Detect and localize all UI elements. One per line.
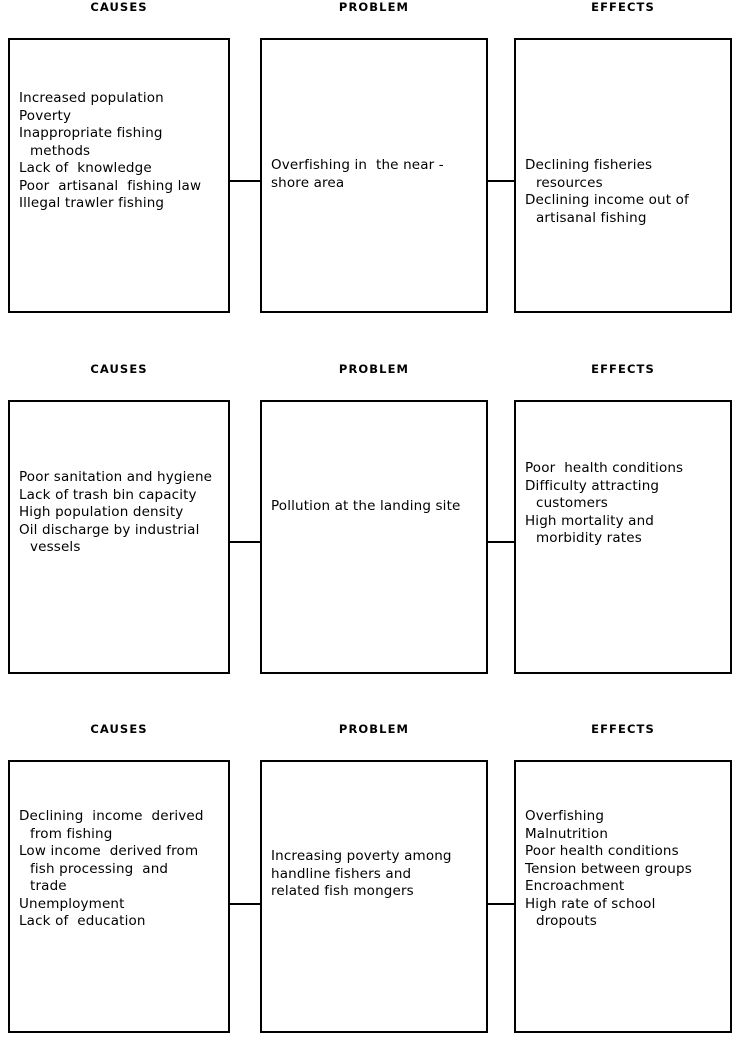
effects-box-1[interactable]: Declining fisheries resources Declining … (514, 38, 732, 313)
list-item: from fishing (30, 825, 113, 842)
problem-box-2[interactable]: Pollution at the landing site (260, 400, 488, 674)
list-item: trade (30, 878, 67, 894)
connector-causes-to-problem-3 (229, 903, 261, 905)
connector-problem-to-effects-2 (487, 541, 515, 543)
column-header-causes: CAUSES (90, 722, 148, 736)
section-1-column-headers: CAUSES PROBLEM EFFECTS (0, 0, 750, 22)
problem-line: shore area (271, 174, 345, 191)
list-item: Declining income derived (19, 808, 204, 824)
effects-list-3: Overfishing Malnutrition Poor health con… (516, 808, 730, 931)
list-item: Illegal trawler fishing (19, 195, 165, 211)
effects-box-2[interactable]: Poor health conditions Difficulty attrac… (514, 400, 732, 674)
problem-line: Overfishing in the near - (271, 157, 444, 173)
list-item: Lack of education (19, 913, 146, 929)
connector-causes-to-problem-2 (229, 541, 261, 543)
list-item: Low income derived from (19, 843, 199, 859)
causes-box-2[interactable]: Poor sanitation and hygiene Lack of tras… (8, 400, 230, 674)
list-item: fish processing and (30, 860, 169, 877)
connector-problem-to-effects-1 (487, 180, 515, 182)
column-header-problem: PROBLEM (338, 0, 410, 14)
list-item: Poor health conditions (525, 460, 684, 476)
column-header-problem: PROBLEM (338, 362, 410, 376)
column-header-effects: EFFECTS (591, 0, 655, 14)
list-item: High rate of school (525, 895, 656, 912)
list-item: Encroachment (525, 878, 625, 894)
problem-line: related fish mongers (271, 883, 414, 899)
section-overfishing: CAUSES PROBLEM EFFECTS Increased populat… (0, 0, 750, 340)
list-item: Tension between groups (525, 860, 692, 877)
connector-causes-to-problem-1 (229, 180, 261, 182)
list-item: Poor health conditions (525, 843, 679, 859)
causes-list-2: Poor sanitation and hygiene Lack of tras… (10, 469, 228, 557)
causes-box-1[interactable]: Increased population Poverty Inappropria… (8, 38, 230, 313)
list-item: Poor sanitation and hygiene (19, 469, 213, 485)
causes-list-3: Declining income derived from fishing Lo… (10, 808, 228, 931)
list-item: Declining fisheries (525, 157, 653, 173)
list-item: vessels (30, 539, 81, 555)
list-item: methods (30, 142, 91, 159)
effects-list-1: Declining fisheries resources Declining … (516, 157, 730, 227)
list-item: Oil discharge by industrial (19, 521, 200, 538)
list-item: Lack of knowledge (19, 160, 152, 176)
section-2-column-headers: CAUSES PROBLEM EFFECTS (0, 362, 750, 384)
list-item: Malnutrition (525, 825, 609, 842)
problem-box-3[interactable]: Increasing poverty among handline fisher… (260, 760, 488, 1033)
list-item: Unemployment (19, 895, 125, 912)
list-item: morbidity rates (536, 530, 642, 546)
list-item: resources (536, 174, 603, 191)
problem-text-1: Overfishing in the near - shore area (262, 157, 486, 192)
list-item: Lack of trash bin capacity (19, 486, 197, 503)
problem-text-2: Pollution at the landing site (262, 498, 486, 516)
list-item: Poor artisanal fishing law (19, 177, 202, 194)
list-item: artisanal fishing (536, 209, 647, 226)
list-item: Inappropriate fishing (19, 125, 163, 141)
list-item: Overfishing (525, 808, 605, 824)
problem-line: Pollution at the landing site (271, 498, 461, 514)
causes-box-3[interactable]: Declining income derived from fishing Lo… (8, 760, 230, 1033)
column-header-effects: EFFECTS (591, 362, 655, 376)
section-pollution: CAUSES PROBLEM EFFECTS Poor sanitation a… (0, 362, 750, 702)
effects-list-2: Poor health conditions Difficulty attrac… (516, 460, 730, 548)
column-header-causes: CAUSES (90, 0, 148, 14)
list-item: customers (536, 495, 608, 511)
list-item: High mortality and (525, 512, 655, 529)
list-item: Difficulty attracting (525, 477, 660, 494)
section-3-column-headers: CAUSES PROBLEM EFFECTS (0, 722, 750, 744)
section-poverty: CAUSES PROBLEM EFFECTS Declining income … (0, 722, 750, 1042)
problem-box-1[interactable]: Overfishing in the near - shore area (260, 38, 488, 313)
list-item: Increased population (19, 90, 164, 106)
column-header-causes: CAUSES (90, 362, 148, 376)
list-item: Declining income out of (525, 192, 689, 208)
problem-line: handline fishers and (271, 865, 412, 882)
column-header-effects: EFFECTS (591, 722, 655, 736)
causes-list-1: Increased population Poverty Inappropria… (10, 90, 228, 213)
problem-text-3: Increasing poverty among handline fisher… (262, 848, 486, 901)
column-header-problem: PROBLEM (338, 722, 410, 736)
list-item: High population density (19, 504, 184, 520)
problem-line: Increasing poverty among (271, 848, 452, 864)
list-item: dropouts (536, 913, 597, 929)
connector-problem-to-effects-3 (487, 903, 515, 905)
effects-box-3[interactable]: Overfishing Malnutrition Poor health con… (514, 760, 732, 1033)
list-item: Poverty (19, 107, 72, 124)
